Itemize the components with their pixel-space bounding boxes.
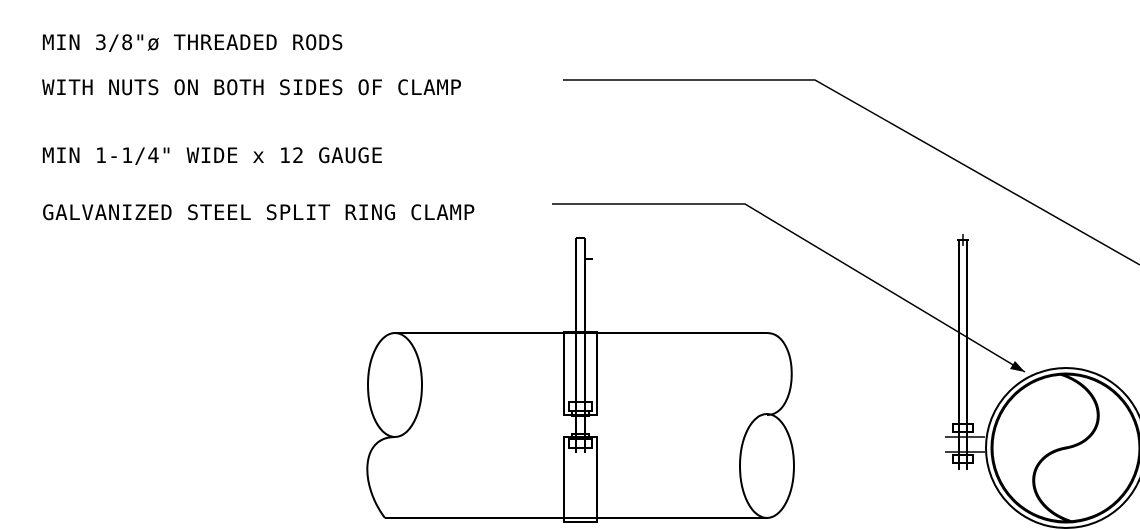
clamp-note-line-2: GALVANIZED STEEL SPLIT RING CLAMP [42,201,476,225]
rod-note-line-2: WITH NUTS ON BOTH SIDES OF CLAMP [42,76,463,100]
rod-leader-line [563,79,1140,266]
rod-note-line-1: MIN 3/8"ø THREADED RODS [42,31,344,55]
pipe-end-view-with-clamp [985,367,1140,529]
split-ring-clamp-side [563,331,598,523]
threaded-rod-side [575,237,593,453]
threaded-rod-end-view [945,234,985,470]
clamp-note-line-1: MIN 1-1/4" WIDE x 12 GAUGE [42,144,384,168]
clamp-leader-line [552,203,1026,373]
pipe-side-view [366,332,795,519]
rod-nuts-side [568,401,593,449]
